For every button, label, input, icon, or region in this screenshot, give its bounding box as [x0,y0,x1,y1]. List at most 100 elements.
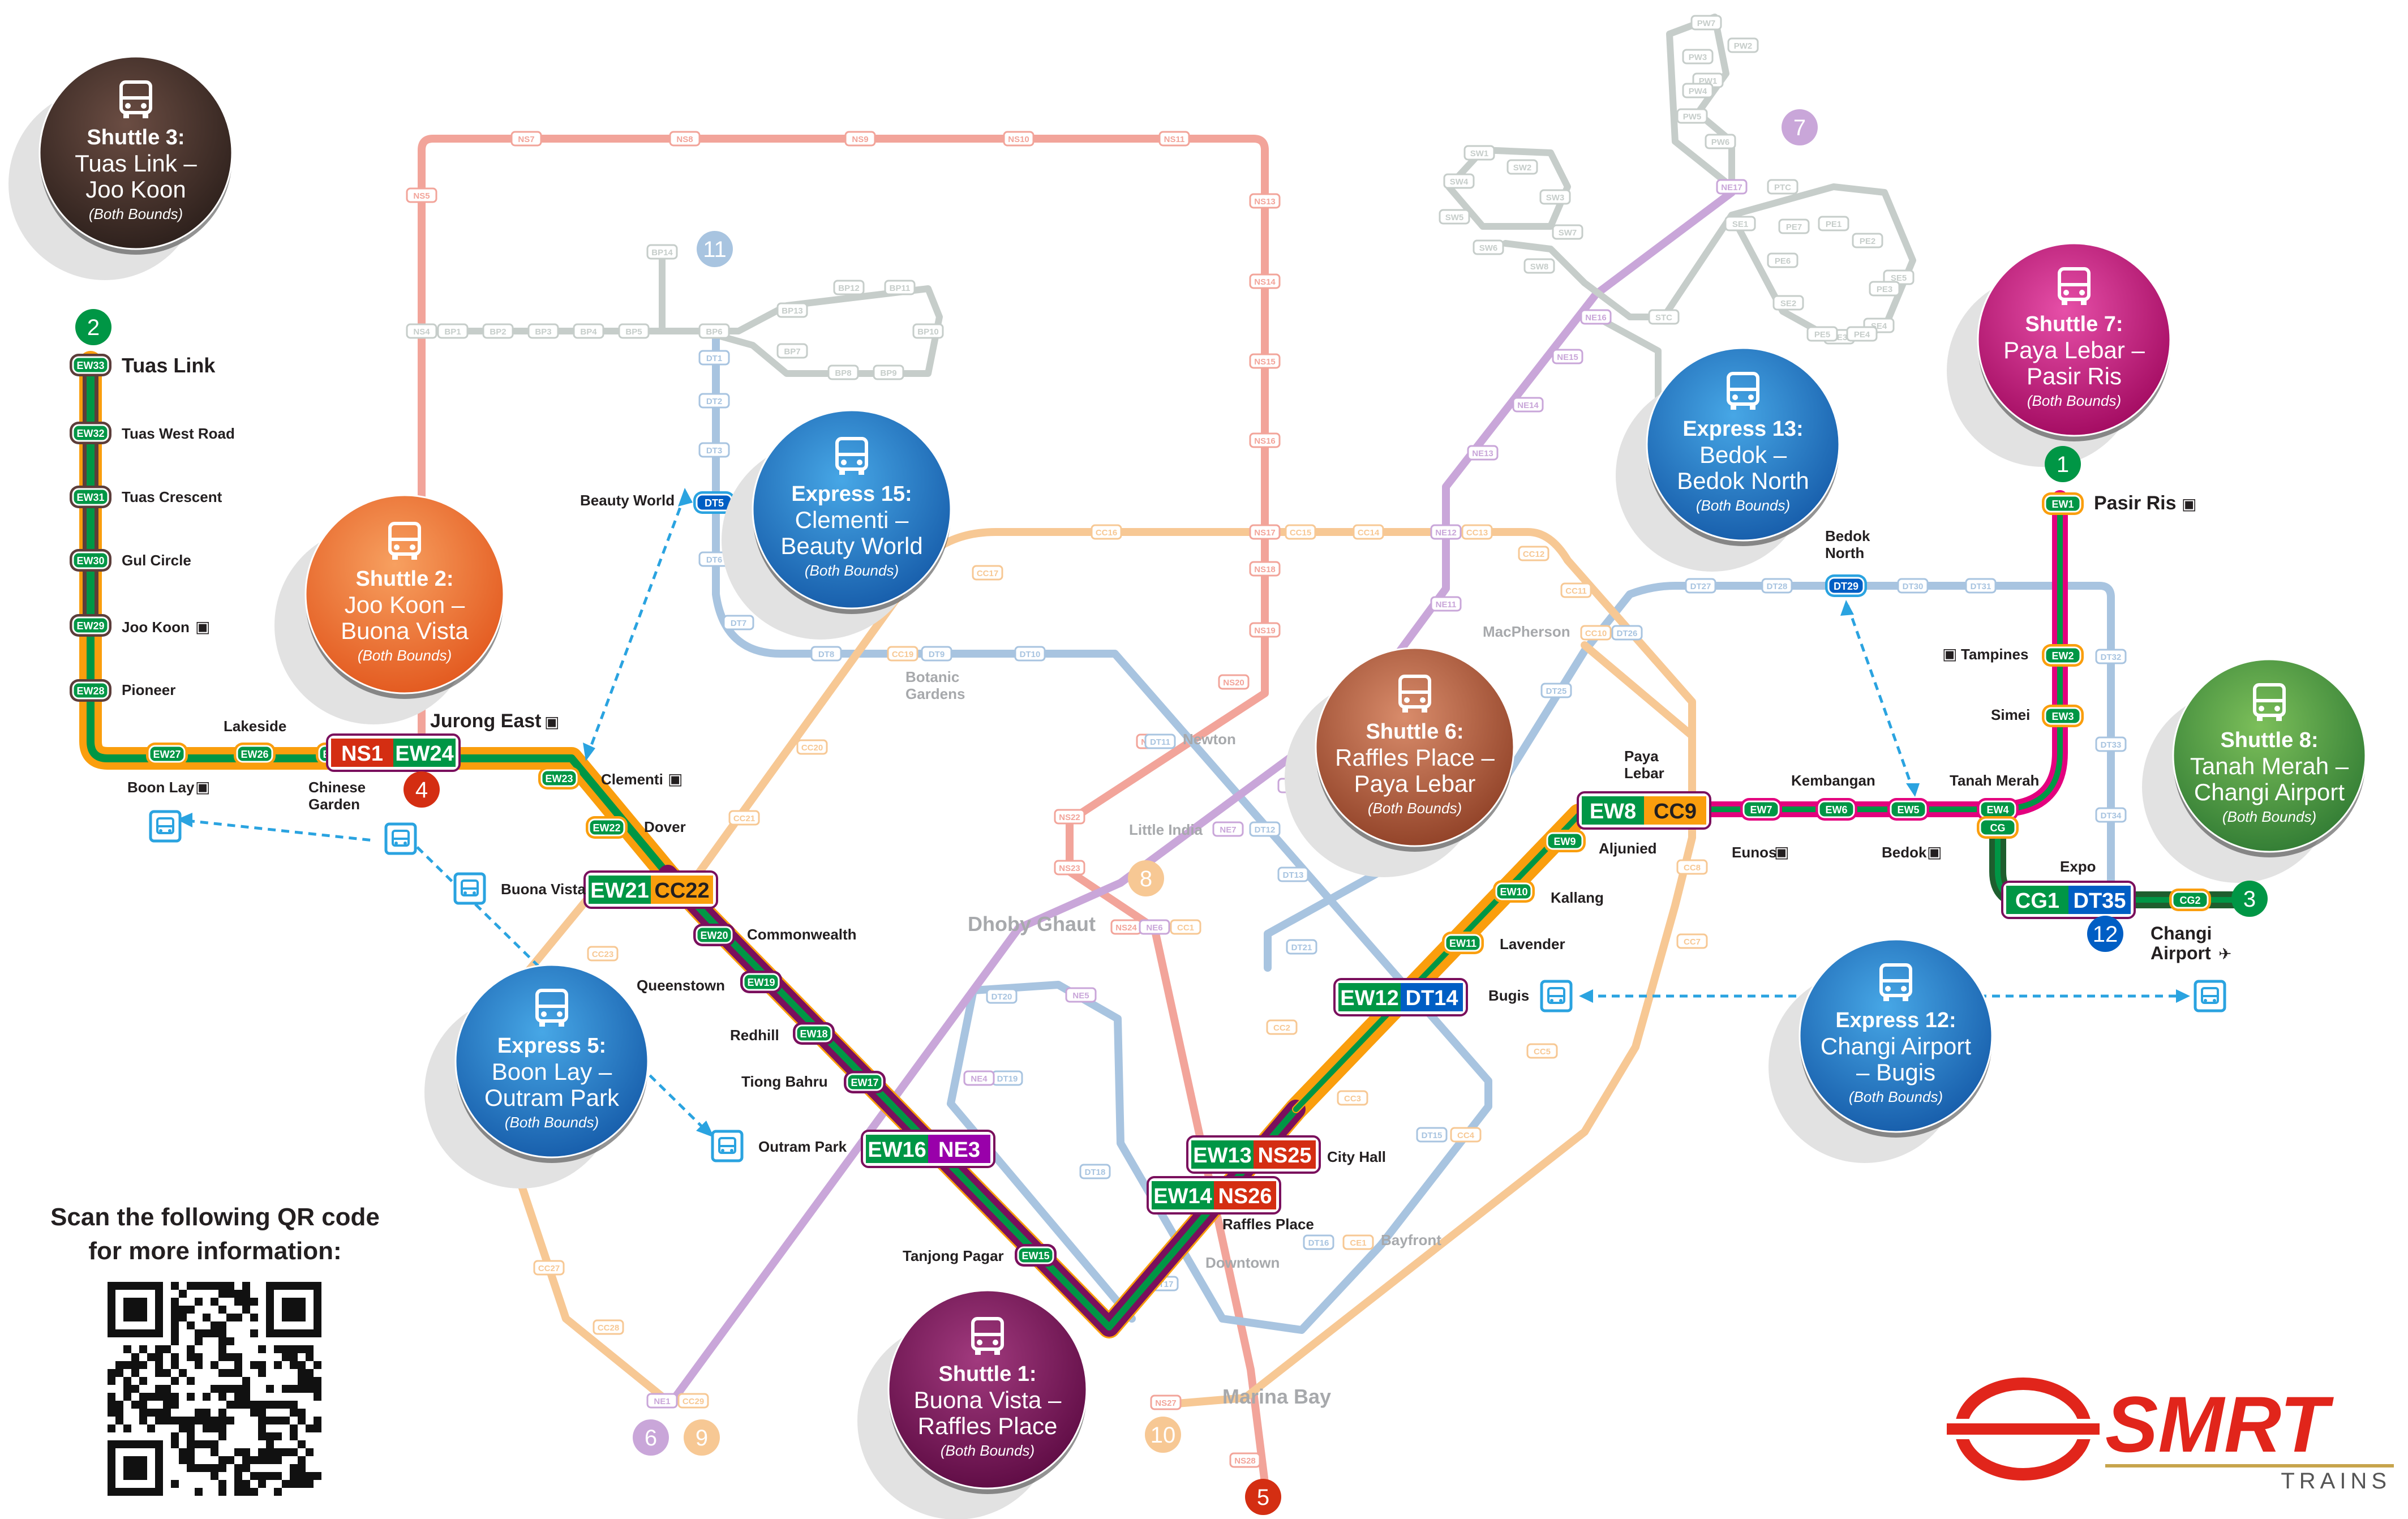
bubble-route-line: Paya Lebar – [2003,337,2145,363]
shuttle-bubble-s6[interactable]: Shuttle 6:Raffles Place –Paya Lebar(Both… [1285,647,1515,877]
faded-code-bp3: BP3 [527,323,559,339]
raffles-payalebar-green [1293,812,1582,1112]
svg-text:PE5: PE5 [1814,330,1830,340]
svg-text:DT35: DT35 [2074,889,2126,913]
arrowhead [696,1121,714,1138]
svg-text:PE4: PE4 [1854,330,1870,340]
faded-code-ns9: NS9 [844,131,876,147]
svg-text:9: 9 [696,1426,708,1451]
station-queenstown: Queenstown [637,977,725,994]
station-dover: Dover [644,818,686,835]
smrt-logo-text: SMRT [2105,1380,2334,1469]
svg-text:DT5: DT5 [705,497,724,509]
faded-code-pe2: PE2 [1852,233,1883,248]
bus-stop-icon [1542,981,1571,1011]
shuttle-bubbles: Shuttle 3:Tuas Link –Joo Koon(Both Bound… [8,55,2367,1519]
station-bedok: Bedok [1882,844,1927,861]
bp-line-faded [418,246,943,377]
station-code-ew19: EW19 [740,971,782,993]
svg-text:NS13: NS13 [1254,197,1276,207]
svg-text:DT20: DT20 [991,992,1012,1002]
svg-text:BP4: BP4 [580,327,597,337]
faded-code-dt33: DT33 [2095,736,2127,752]
bubble-title: Express 12: [1835,1009,1956,1032]
smrt-logo-subtext: TRAINS [2281,1469,2391,1494]
faded-code-dt20: DT20 [986,988,1018,1004]
route-number-9: 9 [684,1419,720,1456]
svg-text:BP7: BP7 [784,347,800,357]
svg-text:CC19: CC19 [892,650,913,659]
bus-glyph-icon: ▣ [1942,645,1957,663]
svg-text:BP6: BP6 [706,327,722,337]
faded-code-ns15: NS15 [1249,353,1281,369]
station-marina-bay: Marina Bay [1222,1385,1331,1408]
shuttle-bubble-e5[interactable]: Express 5:Boon Lay –Outram Park(Both Bou… [424,964,649,1188]
station-bayfront: Bayfront [1381,1231,1441,1248]
qr-code[interactable] [102,1276,327,1501]
faded-code-ns19: NS19 [1249,622,1281,638]
station-pioneer: Pioneer [122,681,175,698]
station-expo: Expo [2060,858,2096,875]
station-macpherson: MacPherson [1483,623,1570,640]
station-tuas-west-road: Tuas West Road [122,425,235,442]
bubble-route-line: Outram Park [484,1084,620,1111]
shuttle-bubble-s7[interactable]: Shuttle 7:Paya Lebar –Pasir Ris(Both Bou… [1947,242,2171,467]
faded-code-cc19: CC19 [887,646,918,662]
bubble-title: Express 5: [497,1034,606,1058]
shuttle-bubble-s2[interactable]: Shuttle 2:Joo Koon –Buona Vista(Both Bou… [274,494,505,724]
route-number-2: 2 [75,309,111,345]
route-number-7: 7 [1782,109,1818,145]
faded-code-dt8: DT8 [810,646,842,662]
svg-text:DT32: DT32 [2101,653,2122,662]
faded-code-dt2: DT2 [698,393,730,409]
faded-code-ne16: NE16 [1580,309,1612,325]
route-number-11: 11 [697,231,733,267]
svg-text:EW22: EW22 [593,822,620,834]
shuttle-bubble-s3[interactable]: Shuttle 3:Tuas Link –Joo Koon(Both Bound… [8,55,233,280]
svg-text:DT6: DT6 [706,555,722,565]
bubble-title: Shuttle 6: [1366,720,1463,744]
faded-code-bp8: BP8 [827,364,859,380]
svg-text:EW13: EW13 [1193,1144,1251,1168]
svg-text:EW4: EW4 [1986,804,2008,816]
bubble-title: Express 15: [791,482,912,506]
bubble-title: Shuttle 3: [87,126,184,149]
faded-code-cc4: CC4 [1450,1127,1482,1143]
svg-text:SW8: SW8 [1530,262,1549,272]
shuttle-bubble-e13[interactable]: Express 13:Bedok –Bedok North(Both Bound… [1616,347,1840,572]
faded-code-pe3: PE3 [1869,281,1900,297]
svg-text:NS27: NS27 [1155,1398,1177,1408]
faded-code-pe1: PE1 [1818,216,1849,231]
svg-text:DT12: DT12 [1255,825,1276,835]
faded-code-bp5: BP5 [618,323,650,339]
svg-text:DT11: DT11 [1150,737,1170,747]
svg-text:EW10: EW10 [1500,886,1527,898]
shuttle-bubble-s1[interactable]: Shuttle 1:Buona Vista –Raffles Place(Bot… [857,1289,1088,1519]
svg-text:PTC: PTC [1774,183,1791,192]
faded-code-bp4: BP4 [573,323,604,339]
svg-text:12: 12 [2093,922,2118,947]
svg-text:CC2: CC2 [1273,1023,1290,1033]
svg-text:CG2: CG2 [2179,895,2200,906]
svg-text:CC20: CC20 [801,743,823,753]
svg-text:PW4: PW4 [1689,87,1707,96]
svg-text:BP9: BP9 [880,368,896,378]
svg-text:CC9: CC9 [1654,800,1697,823]
shuttle-bubble-e12[interactable]: Express 12:Changi Airport– Bugis(Both Bo… [1769,938,1993,1163]
svg-text:NS17: NS17 [1254,528,1276,538]
svg-text:NS25: NS25 [1257,1144,1311,1168]
faded-code-dt11: DT11 [1144,733,1176,749]
shuttle-bubble-e15[interactable]: Express 15:Clementi –Beauty World(Both B… [722,409,952,640]
station-commonwealth: Commonwealth [747,926,857,943]
shuttle-bubble-s8[interactable]: Shuttle 8:Tanah Merah –Changi Airport(Bo… [2142,658,2367,883]
svg-text:NS10: NS10 [1008,135,1029,144]
faded-code-sw6: SW6 [1473,239,1504,255]
bubble-route-line: Raffles Place [918,1413,1058,1439]
station-newton: Newton [1183,731,1236,748]
faded-code-cc13: CC13 [1461,524,1493,540]
svg-text:DT29: DT29 [1834,581,1858,592]
svg-text:EW14: EW14 [1153,1185,1212,1208]
